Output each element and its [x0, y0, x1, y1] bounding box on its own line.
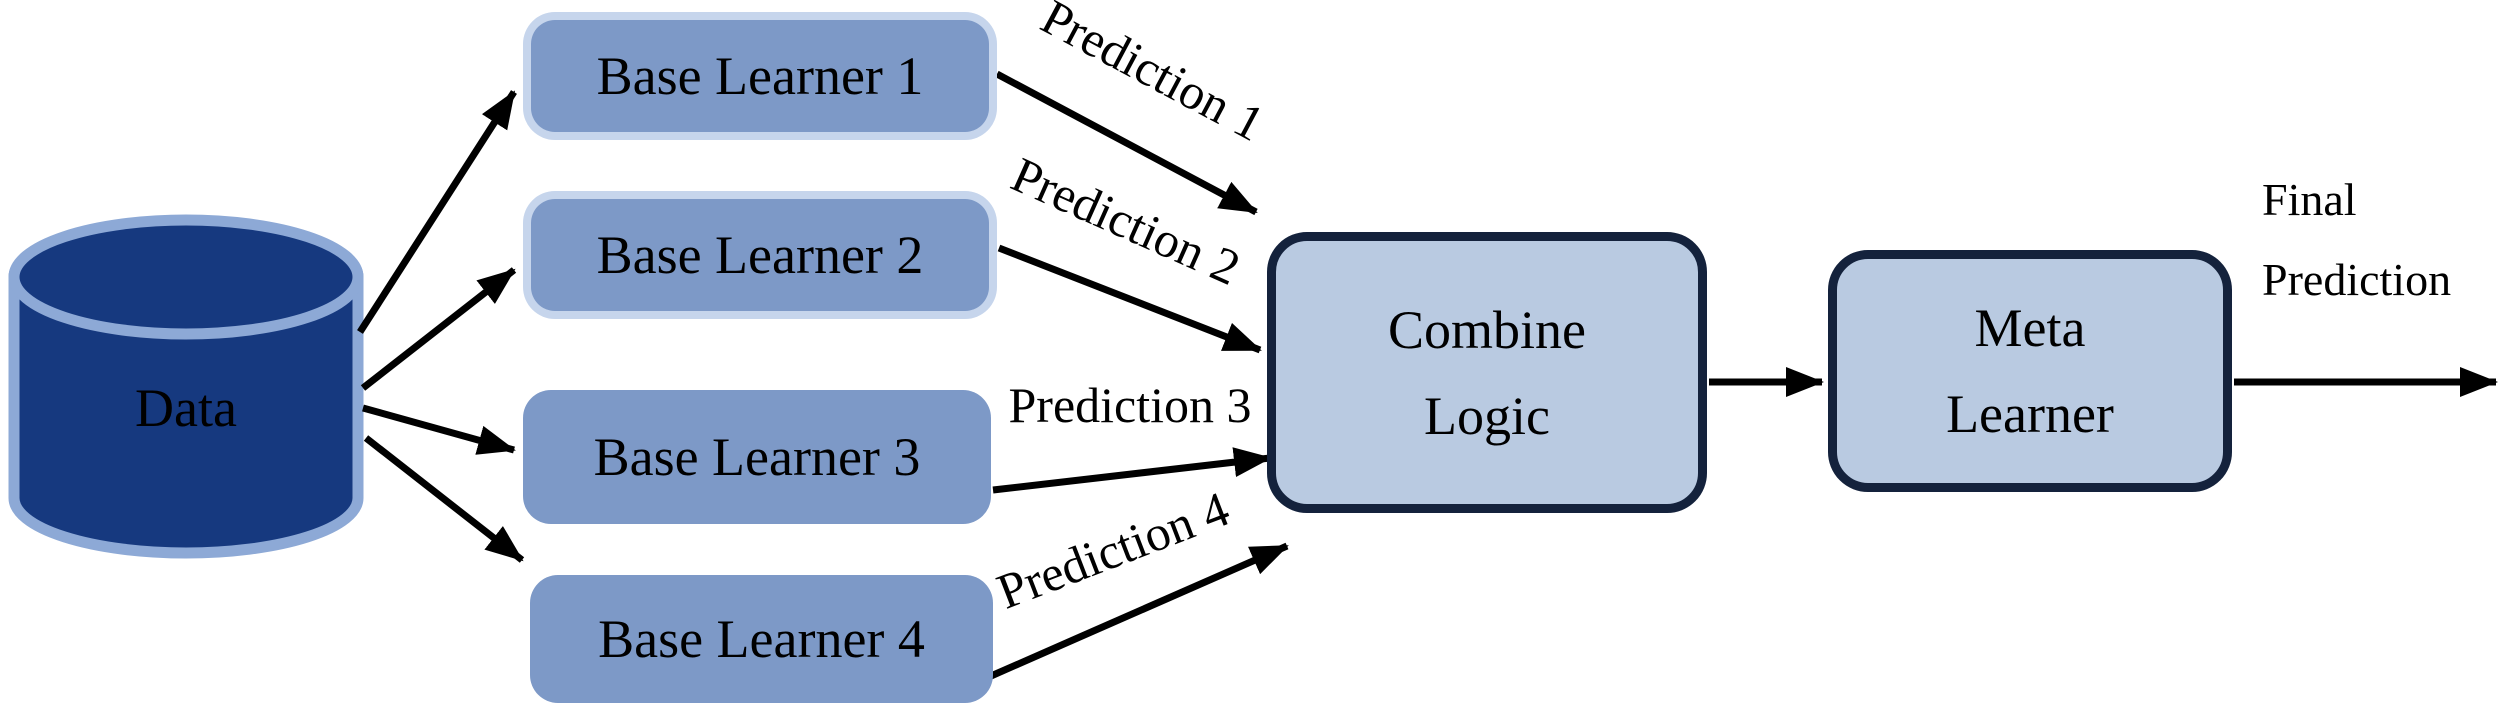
final-prediction-label: Final Prediction [2262, 174, 2452, 305]
base-learner-2-label: Base Learner 2 [596, 225, 924, 285]
arrow-base-learner-2-to-combine [997, 244, 1262, 354]
data-node [8, 214, 364, 559]
arrow-data-to-base-learner-3 [362, 404, 516, 455]
base-learner-3-box: Base Learner 3 [523, 390, 991, 524]
combine-logic-box: Combine Logic [1267, 232, 1707, 513]
base-learner-2-box: Base Learner 2 [531, 199, 989, 311]
data-cylinder-top [8, 214, 364, 340]
arrow-base-learner-4-to-combine [989, 542, 1289, 680]
data-node-label: Data [135, 378, 237, 438]
edge-label-prediction-3: Prediction 3 [1008, 377, 1252, 433]
arrow-base-learner-3-to-combine [992, 447, 1272, 494]
base-learner-1-box: Base Learner 1 [531, 20, 989, 132]
combine-logic-label: Combine Logic [1388, 299, 1586, 446]
meta-learner-label: Meta Learner [1946, 298, 2114, 444]
arrow-data-to-base-learner-4 [363, 435, 525, 563]
arrow-data-to-base-learner-1 [357, 90, 517, 334]
arrow-data-to-base-learner-2 [360, 267, 517, 391]
base-learner-4-label: Base Learner 4 [598, 609, 925, 669]
arrow-base-learner-1-to-combine [995, 70, 1258, 216]
base-learner-4-box: Base Learner 4 [530, 575, 993, 703]
base-learner-1-label: Base Learner 1 [596, 46, 924, 106]
meta-learner-box: Meta Learner [1828, 250, 2232, 492]
base-learner-3-label: Base Learner 3 [593, 427, 921, 487]
